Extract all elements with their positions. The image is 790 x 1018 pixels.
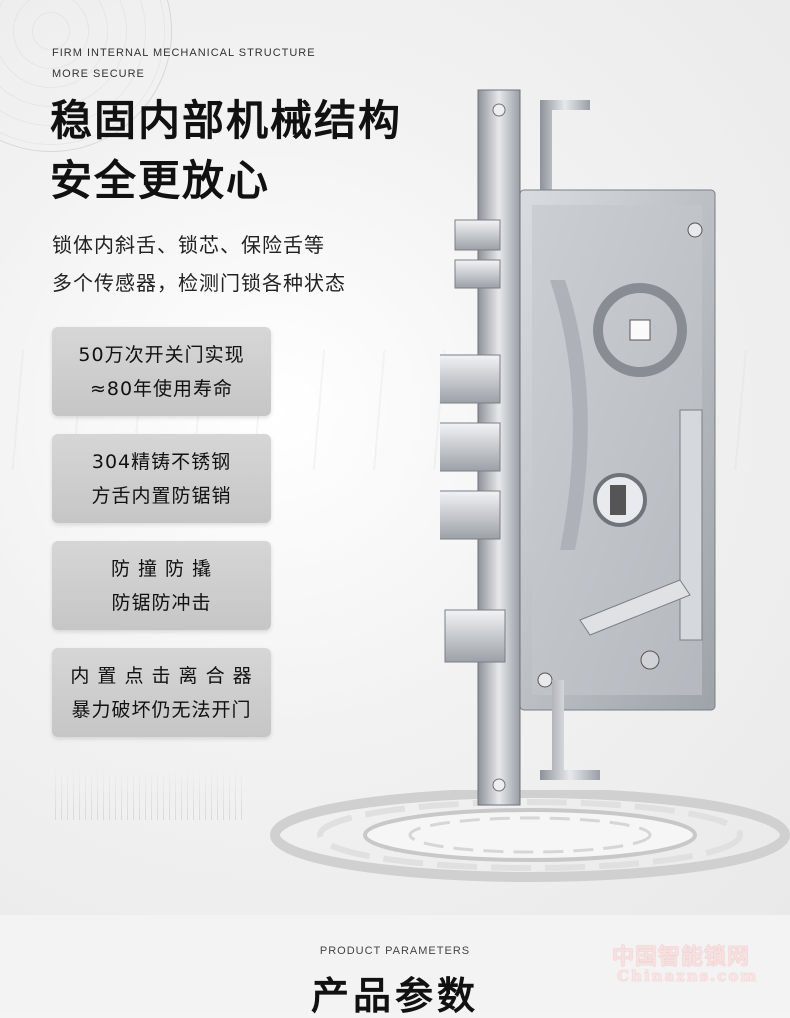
feature-line-2: 暴力破坏仍无法开门 <box>71 698 252 721</box>
subtitle-line-2: 多个传感器，检测门锁各种状态 <box>52 271 346 295</box>
watermark-en: Chinazns.com <box>617 967 759 985</box>
parameters-header: PRODUCT PARAMETERS 产品参数 中国智能锁网 Chinazns.… <box>0 915 790 1015</box>
mortise-lock-image <box>440 89 716 806</box>
headline-line-1: 稳固内部机械结构 <box>50 96 403 145</box>
subtitle-line-1: 锁体内斜舌、锁芯、保险舌等 <box>52 233 325 257</box>
feature-card-lifespan: 50万次开关门实现 ≈80年使用寿命 <box>52 327 271 416</box>
background-bars <box>55 770 245 820</box>
feature-card-steel: 304精铸不锈钢 方舌内置防锯销 <box>52 434 271 523</box>
feature-card-clutch: 内 置 点 击 离 合 器 暴力破坏仍无法开门 <box>52 648 271 737</box>
feature-line-1: 304精铸不锈钢 <box>91 450 232 473</box>
hero-section: FIRM INTERNAL MECHANICAL STRUCTURE MORE … <box>0 0 790 915</box>
headline-line-2: 安全更放心 <box>50 156 271 205</box>
feature-line-2: 方舌内置防锯销 <box>91 484 232 507</box>
parameters-eyebrow: PRODUCT PARAMETERS <box>319 945 471 957</box>
feature-line-1: 内 置 点 击 离 合 器 <box>70 664 253 687</box>
feature-card-anti-pry: 防 撞 防 撬 防锯防冲击 <box>52 541 271 630</box>
feature-line-2: 防锯防冲击 <box>111 591 212 614</box>
feature-line-1: 50万次开关门实现 <box>78 343 245 366</box>
eyebrow-line-1: FIRM INTERNAL MECHANICAL STRUCTURE <box>52 47 316 59</box>
platform-rings <box>270 790 790 882</box>
feature-line-2: ≈80年使用寿命 <box>89 377 234 400</box>
eyebrow-line-2: MORE SECURE <box>52 68 145 80</box>
watermark-cn: 中国智能锁网 <box>612 945 751 970</box>
parameters-title: 产品参数 <box>310 974 479 1018</box>
feature-line-1: 防 撞 防 撬 <box>110 557 213 580</box>
